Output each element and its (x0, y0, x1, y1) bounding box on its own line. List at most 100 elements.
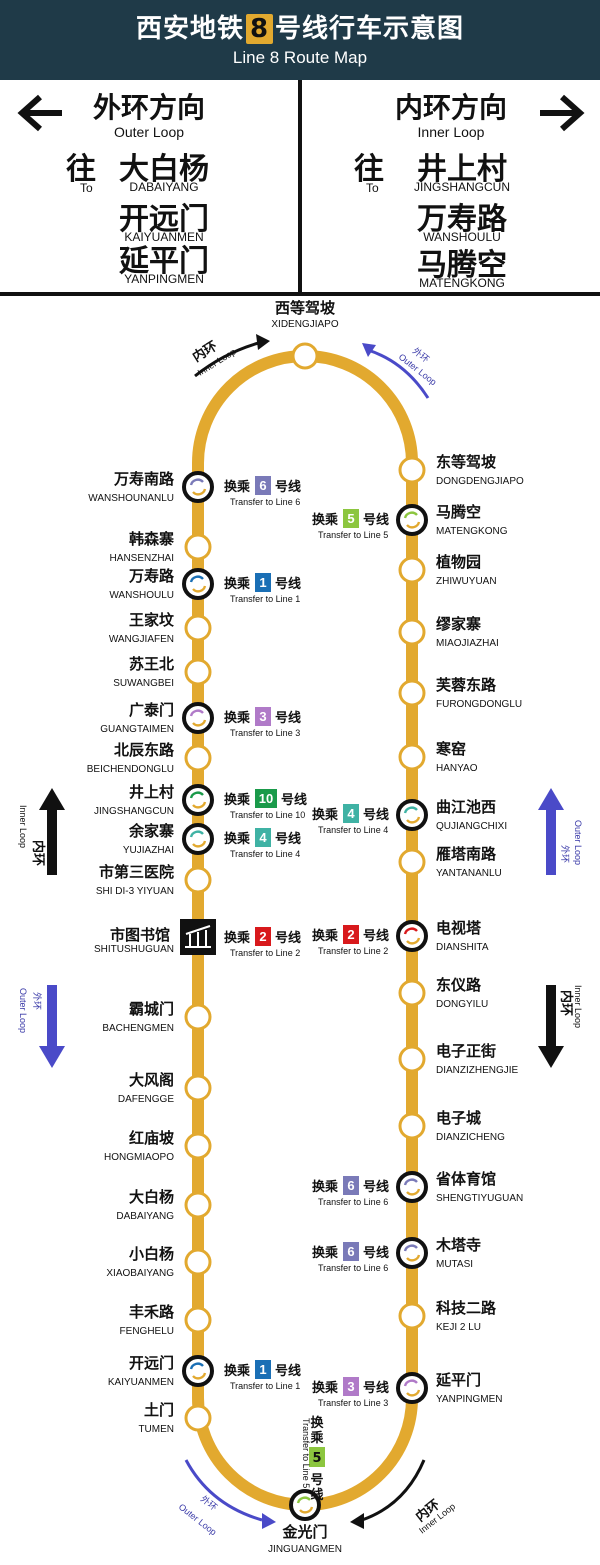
line-badge-number: 3 (347, 1379, 354, 1394)
station-right-marker (396, 799, 428, 831)
station-name-en: QUJIANGCHIXI (436, 821, 507, 832)
station-name: 电子正街 (436, 1042, 496, 1060)
station-name-en: BACHENGMEN (102, 1023, 174, 1034)
transfer-pre: 换乘 (312, 807, 339, 823)
station-right-marker (396, 504, 428, 536)
station-dot (184, 1306, 212, 1334)
station-name-en: HANYAO (436, 763, 478, 774)
station-name-en: ZHIWUYUAN (436, 576, 497, 587)
inner-loop-up-arrow-icon (39, 788, 65, 875)
outer-dest-1-en: DABAIYANG (129, 180, 199, 194)
transfer-post: 号线 (363, 1245, 389, 1261)
inner-dest-3: 马腾空 (417, 248, 507, 283)
arrow-shaft (47, 808, 57, 875)
transfer-ring (182, 702, 214, 734)
line-badge (255, 476, 271, 495)
transfer-pre: 换乘 (224, 710, 251, 726)
station-left-marker (184, 658, 212, 686)
transfer-en: Transfer to Line 2 (318, 946, 388, 956)
transfer-post: 号线 (275, 831, 301, 847)
station-name: 北辰东路 (114, 741, 175, 759)
transfer-en: Transfer to Line 10 (230, 810, 305, 820)
transfer-post: 号线 (281, 792, 307, 808)
transfer-arrow-icon (192, 488, 207, 496)
inner-loop-top-arrow-icon (194, 340, 263, 378)
transfer-en: Transfer to Line 2 (230, 948, 300, 958)
station-name: 延平门 (435, 1371, 481, 1389)
station-name: 井上村 (129, 783, 174, 801)
inner-dest-1-en: JINGSHANGCUN (413, 180, 510, 194)
station-name-en: DIANZIZHENGJIE (436, 1065, 519, 1076)
station-dot (398, 1302, 426, 1330)
line-badge (343, 1377, 359, 1396)
station-left-marker (182, 784, 214, 816)
station-name: 广泰门 (129, 701, 174, 719)
station-name: 大风阁 (129, 1071, 174, 1089)
station-name: 木塔寺 (435, 1236, 481, 1254)
transfer-post: 线 (310, 1487, 323, 1503)
station-name-en: DIANSHITA (436, 942, 489, 953)
station-name-en: WANGJIAFEN (109, 634, 174, 645)
station-name-en: SHITUSHUGUAN (94, 944, 174, 955)
transfer-pre: 换乘 (224, 576, 251, 592)
station-right-marker (396, 1171, 428, 1203)
station-left-marker (182, 471, 214, 503)
station-dot (398, 743, 426, 771)
arrow-shaft (546, 808, 556, 875)
icon-lines (185, 925, 211, 948)
station-name-en: JINGUANGMEN (268, 1544, 342, 1555)
transfer-arrow-icon (192, 585, 207, 593)
outer-loop-bottom-arrow-icon (184, 1459, 263, 1522)
station-dot (398, 679, 426, 707)
transfer-arrow-icon (192, 840, 207, 848)
station-name: 万寿南路 (113, 470, 175, 488)
station-name-en: TUMEN (138, 1424, 174, 1435)
station-name: 雁塔南路 (436, 845, 497, 863)
transfer-post: 号线 (275, 576, 301, 592)
station-name: 苏王北 (129, 655, 174, 673)
station-dot (291, 342, 319, 370)
transfer-arrow-icon (403, 927, 418, 935)
arrow-head (39, 1046, 65, 1068)
station-dot (398, 1045, 426, 1073)
transfer-en: Transfer to Line 6 (318, 1263, 388, 1273)
line-badge (309, 1447, 325, 1467)
station-dot (184, 533, 212, 561)
station-name-en: SUWANGBEI (113, 678, 174, 689)
arrow-head (538, 1046, 564, 1068)
transfer-pre: 换 (310, 1415, 324, 1431)
inner-dest-1: 井上村 (417, 152, 507, 187)
station-name-en: JINGSHANGCUN (94, 806, 174, 817)
line-badge-number: 6 (347, 1244, 354, 1259)
transfer-arrow-icon (299, 1506, 314, 1514)
station-name: 科技二路 (436, 1299, 497, 1317)
station-dot (184, 1003, 212, 1031)
line-badge (343, 804, 359, 823)
transfer-arrow-icon (406, 816, 421, 824)
transfer-ring (289, 1489, 321, 1521)
transfer-en: Transfer to Line 3 (318, 1398, 388, 1408)
arrow-head-icon (362, 343, 376, 357)
station-name-en: XIDENGJIAPO (271, 319, 338, 330)
line-badge (343, 1242, 359, 1261)
outer-loop-direction: 外环方向 Outer Loop 往 To 大白杨 DABAIYANG 开远门 K… (0, 80, 298, 292)
outer-dest-2-en: KAIYUANMEN (124, 230, 204, 244)
station-name: 马腾空 (436, 503, 481, 521)
transfer-arrow-icon (189, 791, 204, 799)
transfer-arrow-icon (406, 937, 421, 945)
station-left-marker (184, 1306, 212, 1334)
station-name: 省体育馆 (435, 1170, 496, 1188)
inner-direction-title: 内环方向 (394, 91, 507, 124)
transfer-arrow-icon (296, 1496, 311, 1504)
loop-label-en: Outer Loop (18, 988, 28, 1033)
station-dot (398, 456, 426, 484)
station-right-marker (396, 1237, 428, 1269)
line-badge (255, 789, 277, 808)
inner-loop-down-arrow-icon (538, 985, 564, 1068)
